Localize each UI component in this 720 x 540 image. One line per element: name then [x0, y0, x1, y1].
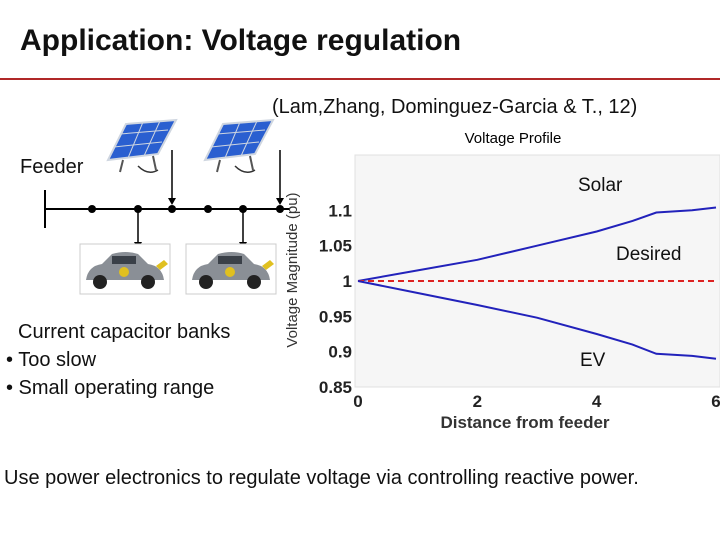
series-lines	[357, 206, 717, 360]
y-tick-label: 0.95	[319, 307, 352, 326]
bus-node	[204, 205, 212, 213]
x-tick-label: 4	[592, 392, 602, 411]
y-tick-label: 1.05	[319, 237, 352, 256]
x-axis-label: Distance from feeder	[440, 413, 609, 432]
bus-node	[168, 205, 176, 213]
solar-panel-icon	[203, 118, 275, 173]
y-tick-label: 1	[343, 272, 352, 291]
bullet-too-slow: • Too slow	[6, 349, 97, 371]
ev-voltage-line	[357, 280, 717, 360]
capacitor-notes: Current capacitor banks • Too slow • Sma…	[6, 318, 230, 402]
y-tick-labels: 1.1 1.05 1 0.95 0.9 0.85	[319, 201, 352, 397]
y-axis-label: Voltage Magnitude (pu)	[284, 192, 301, 347]
title-divider	[0, 78, 720, 80]
bullet-small-range: • Small operating range	[6, 377, 215, 399]
solar-panel-icon	[106, 118, 178, 173]
electric-car-icon	[79, 243, 171, 295]
bus-node	[88, 205, 96, 213]
solar-annotation: Solar	[578, 175, 623, 196]
ev-annotation: EV	[580, 350, 606, 371]
feeder-diagram	[44, 150, 290, 249]
capacitor-heading: Current capacitor banks	[18, 321, 231, 343]
x-tick-label: 2	[473, 392, 482, 411]
desired-annotation: Desired	[616, 244, 681, 265]
electric-car-icon	[185, 243, 277, 295]
x-tick-label: 6	[711, 392, 720, 411]
solar-voltage-line	[357, 206, 717, 282]
slide-title: Application: Voltage regulation	[20, 24, 462, 57]
feeder-label: Feeder	[20, 156, 84, 178]
x-tick-labels: 0 2 4 6	[353, 392, 720, 411]
conclusion-text: Use power electronics to regulate voltag…	[4, 467, 639, 489]
x-tick-label: 0	[353, 392, 362, 411]
y-tick-label: 1.1	[328, 201, 352, 220]
bus-node	[276, 205, 284, 213]
y-tick-label: 0.9	[328, 343, 352, 362]
citation: (Lam,Zhang, Dominguez-Garcia & T., 12)	[272, 96, 638, 118]
chart-title: Voltage Profile	[465, 130, 562, 147]
voltage-profile-chart: Voltage Profile 1.1 1.05 1 0.95 0.9 0.85 0 2 4 6…	[284, 130, 720, 432]
y-tick-label: 0.85	[319, 378, 352, 397]
plot-area	[354, 154, 720, 388]
